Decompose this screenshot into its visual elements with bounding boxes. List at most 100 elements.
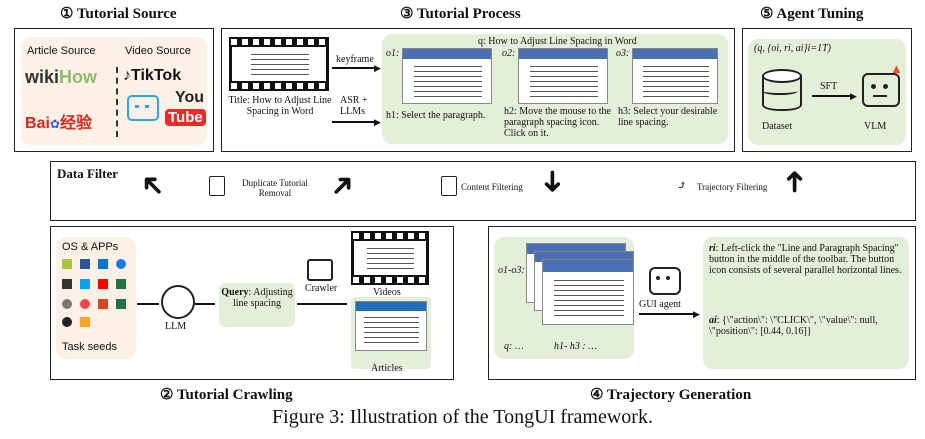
figure-caption: Figure 3: Illustration of the TongUI fra… [272,406,653,428]
powerpoint-icon [98,299,108,309]
o1-screenshot [402,48,492,104]
video-source-label: Video Source [125,45,191,57]
content-filtering-label: Content Filtering [461,182,523,192]
process-query: q: How to Adjust Line Spacing in Word [478,36,637,47]
wikihow-logo: wikiHow [25,67,98,87]
sheets-icon [116,299,126,309]
youtube-app-icon [98,279,108,289]
excel-icon [116,279,126,289]
openai-icon [161,285,195,319]
vscode-icon [98,259,108,269]
sft-label: SFT [820,81,838,92]
tutorial-source-panel: Article Source Video Source wikiHow Bai✿… [14,28,214,152]
asr-label: ASR + [340,95,368,106]
bilibili-icon [127,95,159,121]
video-title-text: Title: How to Adjust Line Spacing in Wor… [228,95,332,117]
trajectory-generation-title: ④ Trajectory Generation [590,387,752,403]
arrowhead-icon: ▶ [374,63,381,73]
reasoning-action-card: ri: Left-click the "Line and Paragraph S… [703,237,909,369]
arrowhead-icon: ▶ [850,91,857,101]
tiktok-logo: ♪TikTok [123,67,182,84]
gui-agent-robot-icon [649,267,681,295]
o3-label: o3: [616,48,630,59]
apps-to-llm-arrow [137,303,159,305]
videos-label: Videos [373,287,401,298]
agent-tuning-panel: (q, {oi, ri, ai}i=1T) Dataset SFT ▶ ▲ VL… [742,28,912,152]
os-apps-card: OS & APPs Task seeds [56,237,136,359]
data-filter-bar: Data Filter Duplicate Tutorial Removal C… [50,161,916,221]
tutorial-crawling-title: ② Tutorial Crawling [160,387,293,403]
os-apps-label: OS & APPs [62,241,119,253]
trajectory-filtering-label: Trajectory Filtering [697,182,768,192]
apple-icon [62,317,72,327]
chrome-icon [80,299,90,309]
duplicate-doc-icon [209,176,225,196]
o3-screenshot [632,48,718,104]
android-icon [62,259,72,269]
robot-icon [862,73,900,107]
reasoning-text: ri: Left-click the "Line and Paragraph S… [709,243,902,276]
vlm-label: VLM [864,121,887,132]
o2-screenshot [518,48,608,104]
q-label: q: … [504,341,524,352]
keyframe-arrow [332,67,376,69]
windows-icon [80,279,90,289]
article-source-label: Article Source [27,45,96,57]
arrowhead-icon: ▶ [374,117,381,127]
agent-arrow [639,313,695,315]
tutorial-crawling-panel: OS & APPs Task seeds LLM Query: Adjustin… [50,226,454,380]
trajectory-icon: ⤴ [677,178,688,192]
articles-label: Articles [371,363,403,374]
content-doc-icon [441,176,457,196]
tuning-card: (q, {oi, ri, ai}i=1T) Dataset SFT ▶ ▲ VL… [748,39,906,145]
task-seeds-label: Task seeds [62,341,118,353]
arrow-trajectory-to-tuning: ➜ [778,168,812,195]
llms-label: LLMs [340,106,365,117]
tutorial-process-panel: Title: How to Adjust Line Spacing in Wor… [221,28,735,152]
videos-thumbnail [351,231,429,285]
action-text: ai: {\"action\": \"CLICK\", \"value\": n… [709,315,878,337]
articles-card [351,297,431,369]
tutorial-source-title: ① Tutorial Source [60,6,177,22]
youtube-you: You [175,89,205,106]
h3-text: h3: Select your desirable line spacing. [618,106,718,128]
query-box: Query: Adjusting line spacing [219,283,295,327]
agent-tuning-title: ⑤ Agent Tuning [760,6,864,22]
asr-arrow [332,121,376,123]
h2-text: h2: Move the mouse to the paragraph spac… [504,106,611,139]
crawler-icon [307,259,333,281]
source-card [21,37,207,145]
database-icon [762,69,802,115]
crawler-label: Crawler [305,283,338,294]
observations-card: o1-o3: q: … h1- h3 : … [494,237,634,359]
linux-icon [62,279,72,289]
facebook-icon [116,259,126,269]
process-content-card: q: How to Adjust Line Spacing in Word o1… [382,34,728,144]
o2-label: o2: [502,48,516,59]
settings-icon [62,299,72,309]
tutorial-video-frame [229,37,329,91]
baidu-logo: Bai✿经验 [25,115,92,132]
sft-arrow [812,95,852,97]
llm-to-query-arrow [195,303,215,305]
tutorial-process-title: ③ Tutorial Process [400,6,521,22]
word-icon [80,259,90,269]
h1-text: h1: Select the paragraph. [386,110,486,121]
source-divider [116,67,118,137]
dataset-label: Dataset [762,121,792,132]
llm-label: LLM [165,321,187,332]
tiktok-icon: ♪ [123,67,131,84]
h-range-label: h1- h3 : … [554,341,598,352]
o1-label: o1: [386,48,400,59]
data-filter-title: Data Filter [57,166,119,181]
trajectory-formula: (q, {oi, ri, ai}i=1T) [754,43,831,54]
trajectory-generation-panel: o1-o3: q: … h1- h3 : … GUI agent ▶ ri: L… [488,226,916,380]
obs-screenshot-3 [542,259,634,325]
fire-icon: ▲ [890,61,903,76]
o-range-label: o1-o3: [498,265,525,276]
query-to-crawler-arrow [297,303,347,305]
youtube-tube: Tube [165,109,206,126]
arrowhead-icon: ▶ [693,309,700,319]
app-icon [80,317,90,327]
keyframe-label: keyframe [336,54,374,65]
